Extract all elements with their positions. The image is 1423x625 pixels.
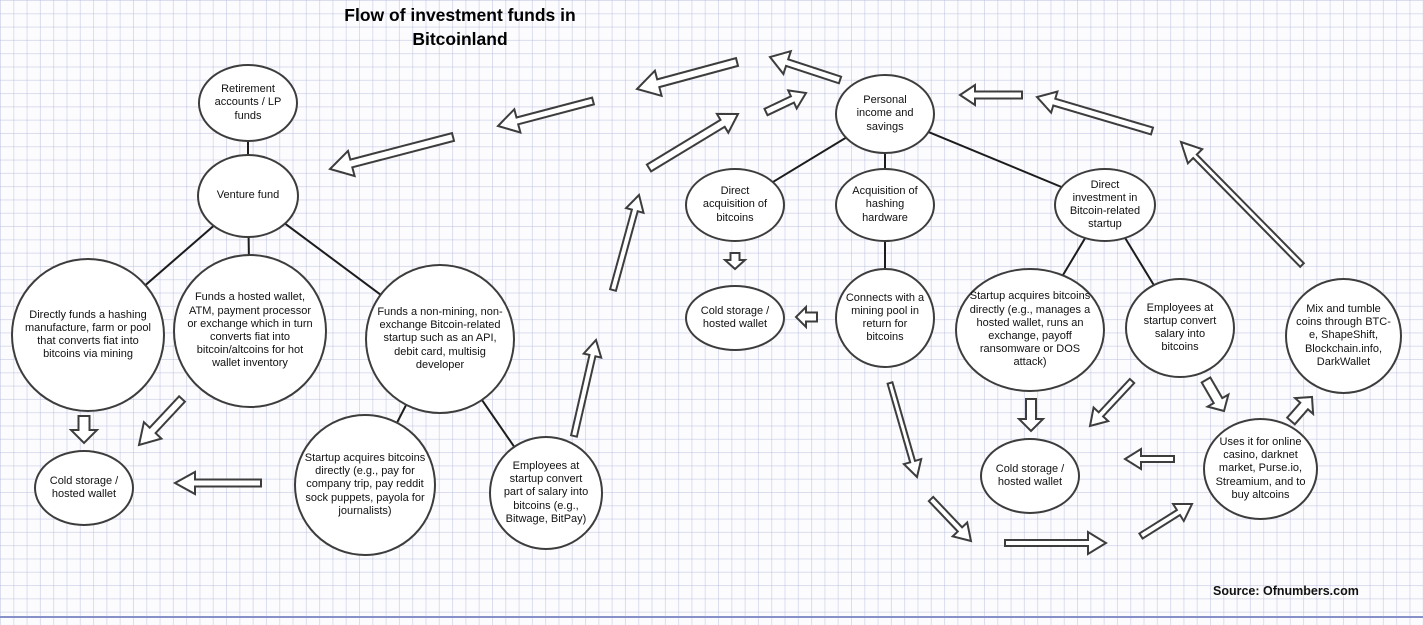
retirement-funds-node: Retirement accounts / LP funds [198, 64, 298, 142]
employees-salary-bitwage-label: Employees at startup convert part of sal… [503, 460, 589, 525]
cold-storage-right-node: Cold storage / hosted wallet [980, 438, 1080, 514]
retirement-funds-label: Retirement accounts / LP funds [214, 83, 282, 122]
cold-storage-middle-label: Cold storage / hosted wallet [700, 304, 770, 330]
arrow-casino-to-coldstorage-right [1123, 447, 1175, 471]
non-mining-startup-node: Funds a non-mining, non-exchange Bitcoin… [365, 264, 515, 414]
mining-pool-label: Connects with a mining pool in return fo… [845, 291, 925, 344]
arrow-top-left-2 [496, 96, 596, 134]
hashing-hardware-node: Acquisition of hashing hardware [835, 168, 935, 242]
startup-acquires-payola-node: Startup acquires bitcoins directly (e.g.… [294, 414, 436, 556]
uses-online-casino-node: Uses it for online casino, darknet marke… [1203, 418, 1318, 520]
direct-acquisition-label: Direct acquisition of bitcoins [702, 185, 768, 224]
employees-salary-right-label: Employees at startup convert salary into… [1143, 301, 1217, 354]
arrow-payola-to-coldstorage-left [172, 470, 262, 496]
arrow-right-to-income-long [1035, 90, 1155, 136]
non-mining-startup-label: Funds a non-mining, non-exchange Bitcoin… [377, 306, 503, 371]
direct-acquisition-node: Direct acquisition of bitcoins [685, 168, 785, 242]
cold-storage-middle-node: Cold storage / hosted wallet [685, 285, 785, 351]
uses-online-casino-label: Uses it for online casino, darknet marke… [1215, 436, 1306, 501]
arrow-bitwage-up-2 [608, 193, 645, 293]
arrow-employees-to-coldstorage-right [1088, 377, 1136, 428]
arrow-mixtumble-to-top [1179, 140, 1306, 269]
personal-income-node: Personal income and savings [835, 74, 935, 154]
direct-investment-node: Direct investment in Bitcoin-related sta… [1054, 168, 1156, 242]
hashing-manufacture-label: Directly funds a hashing manufacture, fa… [25, 308, 151, 361]
arrow-ransomware-to-coldstorage-right [1016, 398, 1046, 433]
startup-acquires-ransomware-label: Startup acquires bitcoins directly (e.g.… [969, 290, 1091, 369]
arrow-miningpool-to-coldstorage-mid [794, 304, 818, 330]
source-credit: Source: Ofnumbers.com [1213, 584, 1359, 598]
mix-tumble-node: Mix and tumble coins through BTC-e, Shap… [1285, 278, 1402, 394]
mix-tumble-label: Mix and tumble coins through BTC-e, Shap… [1296, 303, 1391, 368]
arrow-miningpool-down [886, 381, 923, 479]
arrow-casino-to-mixtumble [1285, 395, 1315, 426]
arrow-hostedwallet-to-coldstorage-left [137, 394, 187, 447]
arrow-bottom-chain-2 [1004, 530, 1108, 556]
arrow-bitwage-up-1 [569, 338, 603, 438]
arrow-up-to-income-long [645, 112, 740, 173]
startup-acquires-payola-label: Startup acquires bitcoins directly (e.g.… [304, 452, 426, 517]
hosted-wallet-processor-label: Funds a hosted wallet, ATM, payment proc… [187, 291, 313, 370]
hosted-wallet-processor-node: Funds a hosted wallet, ATM, payment proc… [173, 254, 327, 408]
arrow-top-left-3 [635, 56, 740, 98]
arrow-acquisition-to-coldstorage-mid [722, 252, 748, 271]
cold-storage-right-label: Cold storage / hosted wallet [995, 462, 1065, 488]
hashing-manufacture-node: Directly funds a hashing manufacture, fa… [11, 258, 165, 412]
venture-fund-label: Venture fund [216, 189, 280, 202]
arrow-bottom-chain-1 [927, 495, 973, 543]
venture-fund-node: Venture fund [197, 154, 299, 238]
direct-investment-label: Direct investment in Bitcoin-related sta… [1069, 178, 1141, 231]
employees-salary-bitwage-node: Employees at startup convert part of sal… [489, 436, 603, 550]
arrow-bottom-chain-3 [1138, 503, 1194, 540]
bottom-grid-line [0, 616, 1423, 618]
arrow-top-left-1 [328, 131, 456, 178]
arrow-up-to-income-small [763, 89, 808, 117]
arrow-top-left-4 [768, 49, 843, 85]
mining-pool-node: Connects with a mining pool in return fo… [835, 268, 935, 368]
employees-salary-right-node: Employees at startup convert salary into… [1125, 278, 1235, 378]
diagram-title: Flow of investment funds in Bitcoinland [344, 5, 576, 49]
arrow-right-to-income-small [958, 83, 1023, 107]
cold-storage-left-node: Cold storage / hosted wallet [34, 450, 134, 526]
startup-acquires-ransomware-node: Startup acquires bitcoins directly (e.g.… [955, 268, 1105, 392]
hashing-hardware-label: Acquisition of hashing hardware [852, 185, 918, 224]
arrow-employees-to-casino [1200, 376, 1230, 413]
cold-storage-left-label: Cold storage / hosted wallet [49, 474, 119, 500]
arrow-mining-to-coldstorage-left [68, 415, 100, 445]
personal-income-label: Personal income and savings [856, 94, 914, 133]
